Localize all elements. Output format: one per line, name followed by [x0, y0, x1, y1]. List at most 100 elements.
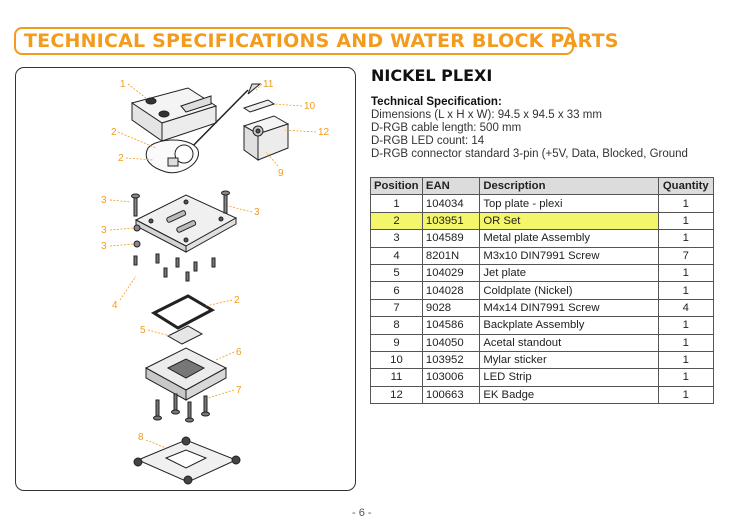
cell-position: 2: [370, 211, 423, 231]
cell-quantity: 7: [657, 246, 715, 265]
cell-quantity: 1: [657, 350, 715, 370]
cell-quantity: 1: [657, 316, 715, 335]
callout-label: 1: [120, 79, 126, 90]
callout-label: 7: [236, 385, 242, 396]
metal-plate-drawing: [134, 194, 238, 253]
callout-label: 4: [112, 300, 118, 311]
callout-label: 9: [278, 168, 284, 179]
cell-ean: 104586: [421, 316, 481, 335]
cell-quantity: 1: [657, 281, 715, 300]
callout-label: 3: [101, 225, 107, 236]
cell-position: 12: [370, 385, 423, 405]
callout-label: 12: [318, 127, 330, 138]
cell-ean: 103952: [421, 350, 481, 370]
exploded-diagram: 1 11 10 2 12 2 9 3 3 3 3 4 2 5 6 7 8: [15, 67, 356, 491]
header-position: Position: [370, 176, 423, 196]
callout-label: 3: [254, 207, 260, 218]
exploded-view-drawing: 1 11 10 2 12 2 9 3 3 3 3 4 2 5 6 7 8: [101, 79, 330, 485]
cell-quantity: 1: [657, 229, 715, 248]
spec-cable-length: D-RGB cable length: 500 mm: [371, 122, 522, 134]
cell-position: 1: [370, 194, 423, 213]
table-header-row: Position EAN Description Quantity: [370, 176, 715, 196]
callout-label: 2: [111, 127, 117, 138]
backplate-drawing: [133, 436, 241, 485]
callout-label: 2: [234, 295, 240, 306]
o-ring-lower-drawing: [150, 294, 216, 330]
acetal-standout-drawing: [242, 115, 290, 161]
header-description: Description: [479, 176, 659, 196]
product-title: NICKEL PLEXI: [371, 66, 493, 85]
callout-label: 8: [138, 432, 144, 443]
screws-m4-drawing: [153, 393, 210, 423]
cell-description: LED Strip: [479, 368, 659, 387]
spec-led-count: D-RGB LED count: 14: [371, 135, 485, 147]
cell-position: 5: [370, 263, 423, 283]
cell-description: Metal plate Assembly: [479, 229, 659, 248]
cell-description: M3x10 DIN7991 Screw: [479, 246, 659, 265]
cell-quantity: 1: [657, 333, 715, 352]
cell-ean: 104050: [421, 333, 481, 352]
o-ring-set-drawing: [145, 139, 199, 174]
mylar-sticker-drawing: [242, 99, 276, 113]
section-title-box: TECHNICAL SPECIFICATIONS AND WATER BLOCK…: [14, 27, 619, 55]
cell-quantity: 1: [657, 263, 715, 283]
cell-description: Acetal standout: [479, 333, 659, 352]
callout-label: 5: [140, 325, 146, 336]
cell-ean: 104589: [421, 229, 481, 248]
header-ean: EAN: [421, 176, 481, 196]
cell-ean: 104028: [421, 281, 481, 300]
cell-description: Jet plate: [479, 263, 659, 283]
cell-description: EK Badge: [479, 385, 659, 405]
cell-ean: 9028: [421, 298, 481, 318]
cell-ean: 103006: [421, 368, 481, 387]
callout-labels: 1 11 10 2 12 2 9 3 3 3 3 4 2 5 6 7 8: [101, 79, 330, 443]
cell-quantity: 1: [657, 368, 715, 387]
jet-plate-drawing: [166, 325, 204, 345]
page-number: - 6 -: [352, 507, 372, 519]
callout-label: 10: [304, 101, 316, 112]
cell-description: Coldplate (Nickel): [479, 281, 659, 300]
callout-label: 6: [236, 347, 242, 358]
top-plate-drawing: [130, 87, 218, 142]
screws-upper-drawing: [131, 190, 230, 248]
spec-heading: Technical Specification:: [371, 96, 502, 108]
header-quantity: Quantity: [657, 176, 715, 196]
cell-position: 3: [370, 229, 423, 248]
cell-description: Backplate Assembly: [479, 316, 659, 335]
cell-position: 9: [370, 333, 423, 352]
cell-ean: 100663: [421, 385, 481, 405]
section-title: TECHNICAL SPECIFICATIONS AND WATER BLOCK…: [24, 30, 619, 52]
cell-ean: 104034: [421, 194, 481, 213]
cell-ean: 103951: [421, 211, 481, 231]
cell-quantity: 1: [657, 211, 715, 231]
cell-quantity: 1: [657, 385, 715, 405]
callout-label: 2: [118, 153, 124, 164]
cell-description: Mylar sticker: [479, 350, 659, 370]
screws-m3-drawing: [133, 253, 216, 282]
cell-position: 4: [370, 246, 423, 265]
cell-description: Top plate - plexi: [479, 194, 659, 213]
callout-label: 3: [101, 241, 107, 252]
technical-specification: Technical Specification: Dimensions (L x…: [371, 96, 688, 161]
cell-quantity: 1: [657, 194, 715, 213]
cell-quantity: 4: [657, 298, 715, 318]
cell-position: 11: [370, 368, 423, 387]
coldplate-drawing: [144, 347, 228, 401]
cell-ean: 104029: [421, 263, 481, 283]
cell-position: 8: [370, 316, 423, 335]
spec-dimensions: Dimensions (L x H x W): 94.5 x 94.5 x 33…: [371, 109, 602, 121]
cell-ean: 8201N: [421, 246, 481, 265]
cell-description: OR Set: [479, 211, 659, 231]
